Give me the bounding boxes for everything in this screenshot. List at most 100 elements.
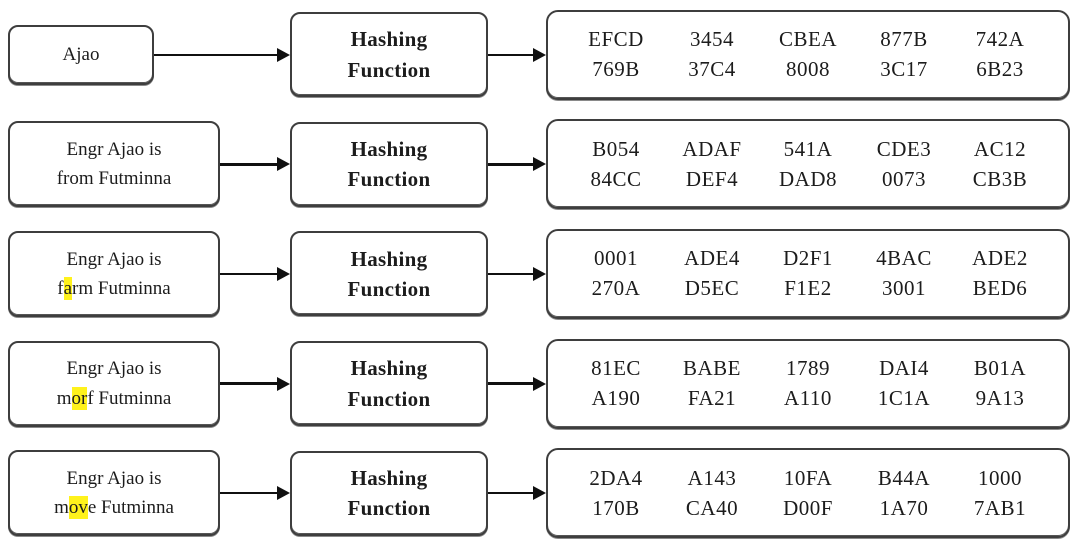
highlighted-text: ov xyxy=(68,496,88,520)
hash-value: 2DA4 xyxy=(589,465,643,490)
highlighted-text: a xyxy=(63,276,73,300)
hashing-function-box: Hashing Function xyxy=(290,231,488,317)
hash-value: F1E2 xyxy=(784,276,832,301)
arrow-right-icon xyxy=(488,0,546,110)
hash-value: 1C1A xyxy=(877,386,931,411)
hashing-function-box: Hashing Function xyxy=(290,12,488,98)
arrow-head xyxy=(277,486,290,501)
arrow-shaft xyxy=(220,491,277,495)
arrow-right-icon xyxy=(220,110,290,220)
hash-value: DAD8 xyxy=(779,166,837,191)
hash-value: 1A70 xyxy=(879,495,929,520)
arrow-right-icon xyxy=(220,329,290,439)
hash-value: CDE3 xyxy=(876,136,932,161)
hash-value: B01A xyxy=(973,356,1027,381)
text-segment: Engr Ajao is xyxy=(66,138,162,160)
input-text-line: farm Futminna xyxy=(57,274,171,303)
hashing-function-label: Hashing Function xyxy=(347,465,431,521)
hash-value: 541A xyxy=(783,136,833,161)
input-text-line: move Futminna xyxy=(54,493,174,522)
input-text-line: Ajao xyxy=(63,40,100,69)
input-text-line: morf Futminna xyxy=(56,384,172,413)
input-text-line: from Futminna xyxy=(57,164,172,193)
input-text-line: Engr Ajao is xyxy=(67,135,162,164)
hash-value: 1789 xyxy=(786,356,830,381)
arrow-shaft xyxy=(154,53,277,57)
arrow-head xyxy=(277,47,290,62)
hash-value: 742A xyxy=(975,27,1025,52)
arrow-head xyxy=(533,157,546,172)
arrow-shaft xyxy=(220,382,277,385)
diagram-row: Engr Ajao is morf Futminna Hashing Functi… xyxy=(0,329,1076,439)
hash-value: 1000 xyxy=(978,465,1022,490)
hashing-function-label: Hashing Function xyxy=(347,246,431,301)
hash-value: ADAF xyxy=(682,136,742,161)
text-segment: Ajao xyxy=(62,44,100,66)
text-segment: m xyxy=(56,387,72,409)
hashing-function-label: Hashing Function xyxy=(347,136,431,192)
hash-value: 3C17 xyxy=(880,57,928,82)
hash-value: DAI4 xyxy=(879,356,929,381)
hash-value: CB3B xyxy=(972,166,1028,191)
text-segment: m xyxy=(54,497,69,519)
hash-value: ADE4 xyxy=(684,246,740,271)
arrow-right-icon xyxy=(220,219,290,329)
hash-value: 7AB1 xyxy=(973,495,1027,520)
text-segment: Engr Ajao is xyxy=(66,248,162,270)
input-text-box: Engr Ajao is from Futminna xyxy=(8,121,220,208)
hash-value: 4BAC xyxy=(876,246,932,271)
text-segment: Engr Ajao is xyxy=(66,358,162,380)
hash-value: 270A xyxy=(591,276,641,301)
arrow-right-icon xyxy=(488,438,546,548)
hash-value: 8008 xyxy=(786,57,830,82)
input-text-line: Engr Ajao is xyxy=(67,464,162,493)
hashing-function-label: Hashing Function xyxy=(347,356,431,411)
arrow-head xyxy=(277,157,290,172)
hash-value: EFCD xyxy=(588,27,644,52)
hash-value: 6B23 xyxy=(976,57,1024,82)
hash-value: A143 xyxy=(687,465,737,490)
text-segment: f Futminna xyxy=(87,387,172,409)
hash-value: B054 xyxy=(592,136,640,161)
hash-value: 37C4 xyxy=(688,57,736,82)
arrow-head xyxy=(533,486,546,501)
arrow-right-icon xyxy=(154,0,290,110)
diagram-row: Engr Ajao is farm Futminna Hashing Functi… xyxy=(0,219,1076,329)
text-segment: e Futminna xyxy=(87,497,174,519)
arrow-shaft xyxy=(488,53,533,57)
hashing-function-box: Hashing Function xyxy=(290,121,488,207)
text-segment: f xyxy=(57,277,64,299)
hash-output-line: B054 ADAF 541A CDE3 AC12 xyxy=(568,137,1048,162)
arrow-head xyxy=(277,376,290,391)
arrow-shaft xyxy=(488,163,533,166)
input-text-line: Engr Ajao is xyxy=(67,245,162,274)
arrow-right-icon xyxy=(220,438,290,548)
hash-value: 0073 xyxy=(882,166,926,191)
hashing-function-box: Hashing Function xyxy=(290,450,488,536)
hash-value: FA21 xyxy=(687,386,737,411)
hash-value: 3001 xyxy=(882,276,926,301)
hash-value: 877B xyxy=(880,27,928,52)
hash-value: 0001 xyxy=(594,246,638,271)
arrow-shaft xyxy=(488,491,533,495)
hash-value: BED6 xyxy=(972,276,1028,301)
arrow-shaft xyxy=(488,382,533,385)
input-text-box: Engr Ajao is farm Futminna xyxy=(8,230,220,317)
hash-value: AC12 xyxy=(973,136,1027,161)
hash-value: BABE xyxy=(682,356,741,381)
hash-value: 10FA xyxy=(783,465,833,490)
